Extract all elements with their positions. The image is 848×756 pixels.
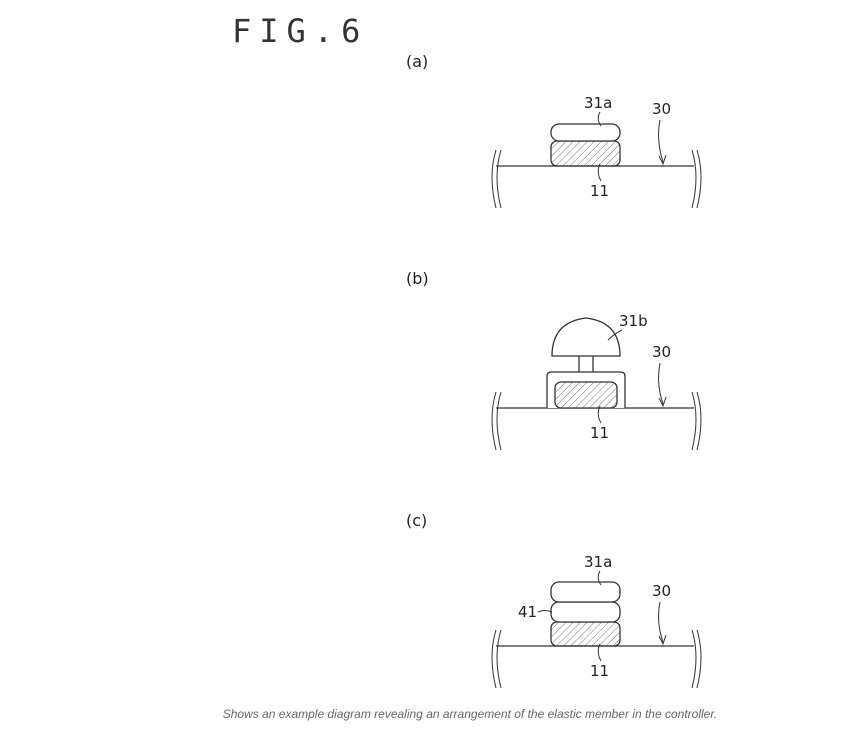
label-switch-part: 11 [590, 662, 609, 680]
leader-line [537, 610, 553, 613]
leader-line [658, 601, 664, 643]
switch-part [550, 621, 621, 647]
panel-b-letter: (b) [406, 269, 429, 288]
panel-c-letter: (c) [406, 511, 427, 530]
leader-line [607, 329, 623, 341]
label-housing: 30 [652, 100, 671, 118]
arrowhead [658, 396, 667, 408]
break-mark-left [491, 391, 502, 451]
leader-line [658, 362, 664, 405]
label-intermediate-member: 41 [518, 603, 537, 621]
break-mark-right [691, 391, 702, 451]
break-mark-right [691, 149, 702, 209]
figure-caption: Shows an example diagram revealing an ar… [222, 707, 718, 721]
break-mark-left [491, 629, 502, 689]
leader-line [658, 119, 664, 163]
leader-line [597, 643, 602, 662]
panel-a-letter: (a) [406, 52, 428, 71]
label-housing: 30 [652, 343, 671, 361]
arrowhead [658, 634, 667, 646]
leader-line [597, 163, 602, 182]
elastic-member [550, 581, 621, 603]
leader-line [597, 570, 602, 586]
label-elastic-member: 31a [584, 94, 612, 112]
label-elastic-member: 31a [584, 553, 612, 571]
switch-part [554, 381, 618, 409]
break-mark-left [491, 149, 502, 209]
panel-c: (c) 31a 41 30 11 [406, 511, 702, 689]
switch-part [550, 140, 621, 167]
break-mark-right [691, 629, 702, 689]
label-switch-part: 11 [590, 424, 609, 442]
arrowhead [658, 154, 667, 166]
label-elastic-member: 31b [619, 312, 648, 330]
label-switch-part: 11 [590, 182, 609, 200]
leader-line [597, 111, 602, 127]
intermediate-member [550, 601, 621, 623]
label-housing: 30 [652, 582, 671, 600]
panel-a: (a) 31a 30 11 [406, 52, 702, 209]
leader-line [597, 405, 602, 424]
elastic-member [550, 123, 621, 142]
panel-b: (b) 31b 30 11 [406, 269, 702, 451]
figure-title: FIG.6 [232, 12, 368, 50]
